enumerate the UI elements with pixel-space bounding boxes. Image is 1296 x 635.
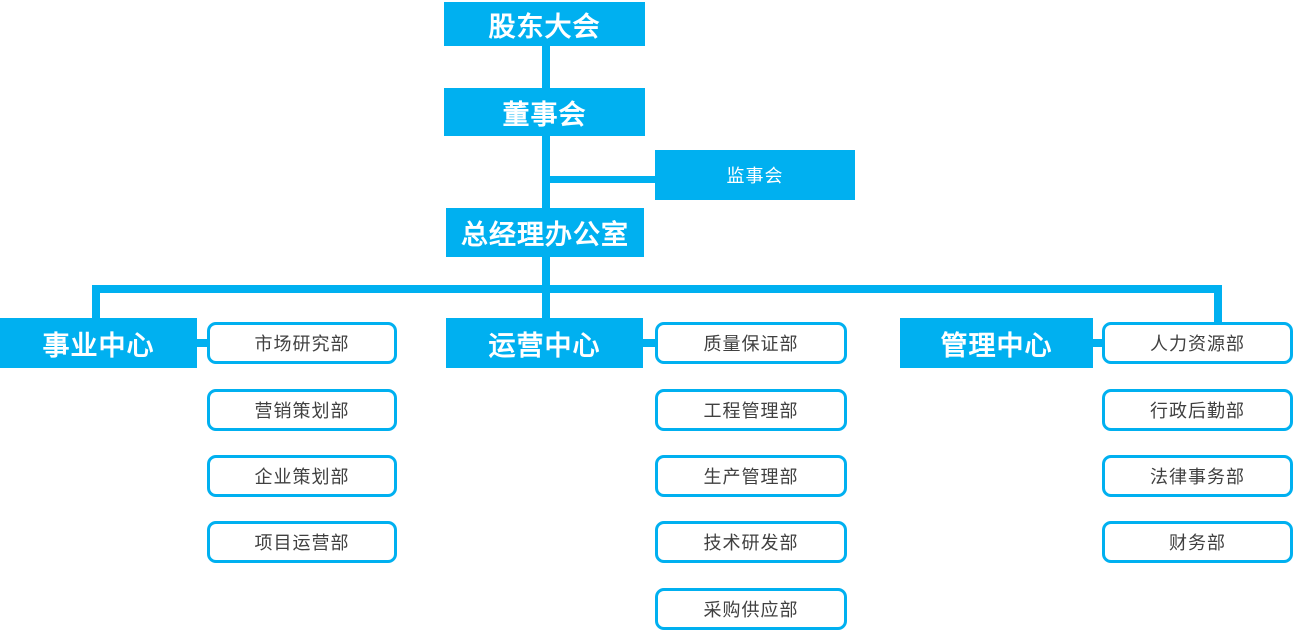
node-center-operations: 运营中心	[446, 318, 643, 368]
node-board: 董事会	[444, 88, 645, 136]
dept-engineering-management: 工程管理部	[655, 389, 847, 431]
dept-admin-logistics: 行政后勤部	[1102, 389, 1293, 431]
node-center-management: 管理中心	[900, 318, 1093, 368]
connector-distribution-bar	[92, 285, 1222, 293]
dept-human-resources: 人力资源部	[1102, 322, 1293, 364]
connector-board-gm	[542, 136, 550, 208]
node-gm-office: 总经理办公室	[446, 208, 644, 257]
dept-marketing-planning: 营销策划部	[207, 389, 397, 431]
connector-operations-dept	[643, 339, 655, 347]
dept-production-management: 生产管理部	[655, 455, 847, 497]
dept-technology-rnd: 技术研发部	[655, 521, 847, 563]
dept-legal-affairs: 法律事务部	[1102, 455, 1293, 497]
node-supervisory: 监事会	[655, 150, 855, 200]
dept-finance: 财务部	[1102, 521, 1293, 563]
connector-drop-business	[92, 293, 100, 318]
dept-market-research: 市场研究部	[207, 322, 397, 364]
dept-corporate-planning: 企业策划部	[207, 455, 397, 497]
dept-project-operations: 项目运营部	[207, 521, 397, 563]
connector-drop-management	[1214, 293, 1222, 322]
connector-business-dept	[197, 339, 207, 347]
dept-procurement-supply: 采购供应部	[655, 588, 847, 630]
dept-quality-assurance: 质量保证部	[655, 322, 847, 364]
connector-management-dept	[1093, 339, 1102, 347]
connector-board-supervisory	[546, 176, 655, 183]
node-center-business: 事业中心	[0, 318, 197, 368]
node-shareholders: 股东大会	[444, 2, 645, 46]
connector-shareholders-board	[542, 46, 550, 88]
